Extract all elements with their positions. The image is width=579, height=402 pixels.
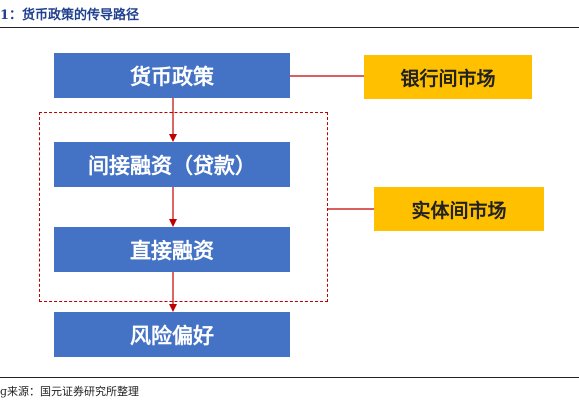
indirect-financing-box: 间接融资（贷款） xyxy=(54,142,290,187)
source-note: ɡ来源：国元证券研究所整理 xyxy=(0,385,140,398)
monetary-policy-box: 货币政策 xyxy=(54,53,290,98)
direct-financing-box: 直接融资 xyxy=(54,227,290,272)
top-rule xyxy=(0,27,579,28)
real-economy-market-box: 实体间市场 xyxy=(374,187,544,231)
financing-channel-frame xyxy=(39,112,328,302)
risk-appetite-box: 风险偏好 xyxy=(54,312,290,357)
figure-title: 1：货币政策的传导路径 xyxy=(0,8,140,23)
interbank-market-box: 银行间市场 xyxy=(364,55,532,99)
bottom-rule xyxy=(0,377,579,378)
